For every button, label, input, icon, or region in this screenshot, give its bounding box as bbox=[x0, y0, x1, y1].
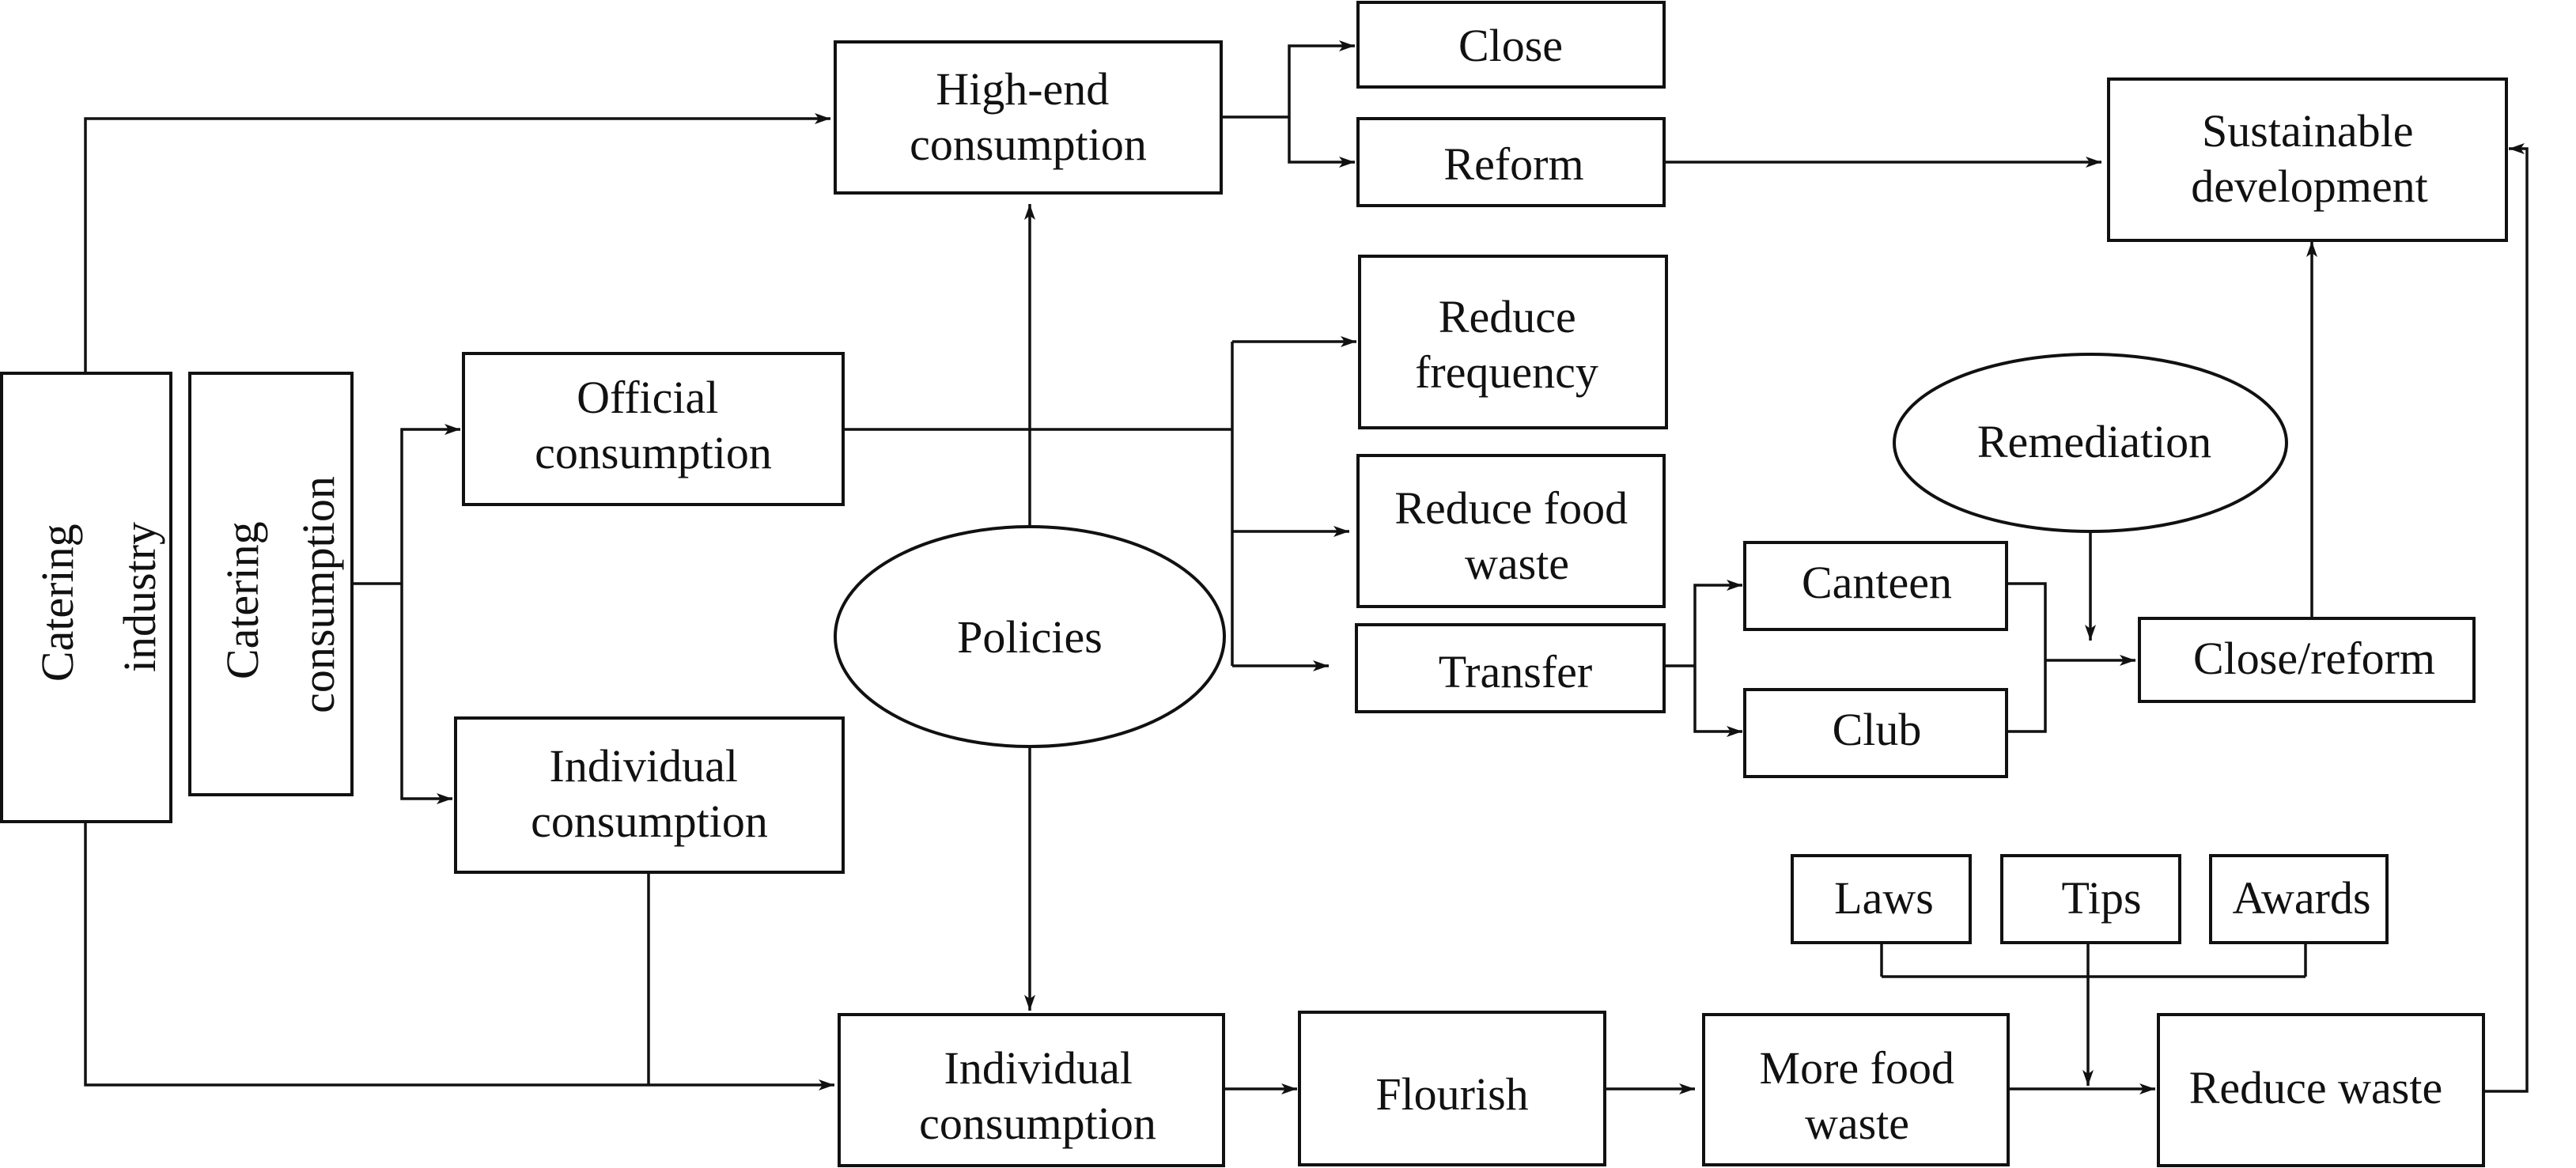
connector-reduce-waste-to-sustainable bbox=[2483, 143, 2529, 1093]
svg-text:Catering industry: Catering industry bbox=[32, 512, 165, 682]
connector-club-out bbox=[2007, 660, 2047, 733]
reduce-waste-label: Reduce waste bbox=[2189, 1062, 2442, 1113]
connector-industry-to-individual-bottom bbox=[84, 822, 834, 1091]
more-food-waste-line-2: waste bbox=[1805, 1098, 1909, 1149]
canteen-label: Canteen bbox=[1802, 557, 1952, 608]
awards-label: Awards bbox=[2232, 872, 2370, 924]
node-flourish: Flourish bbox=[1298, 1011, 1606, 1166]
sustainable-line-1: Sustainable bbox=[2202, 105, 2413, 157]
svg-text:High-end consumption: High-end consumption bbox=[910, 63, 1147, 170]
tips-label: Tips bbox=[2061, 872, 2141, 924]
catering-consumption-line-1: Catering bbox=[217, 521, 268, 679]
node-remediation: Remediation bbox=[1893, 353, 2288, 533]
node-close-reform: Close/reform bbox=[2138, 617, 2476, 703]
node-transfer: Transfer bbox=[1355, 623, 1666, 713]
connector-consumption-to-official bbox=[400, 424, 460, 584]
node-official-consumption: Official consumption bbox=[462, 352, 845, 506]
node-canteen: Canteen bbox=[1743, 541, 2008, 631]
svg-text:Reduce frequency: Reduce frequency bbox=[1415, 291, 1598, 398]
node-reform: Reform bbox=[1356, 117, 1666, 207]
node-awards: Awards bbox=[2209, 854, 2389, 944]
connector-transfer-to-canteen bbox=[1693, 580, 1742, 666]
connector-transfer-to-club bbox=[1693, 666, 1742, 737]
more-food-waste-line-1: More food bbox=[1760, 1042, 1954, 1094]
close-reform-label: Close/reform bbox=[2193, 633, 2435, 684]
catering-industry-line-1: Catering bbox=[32, 524, 83, 682]
reduce-food-waste-line-2: waste bbox=[1465, 538, 1569, 589]
node-tips: Tips bbox=[2000, 854, 2181, 944]
svg-text:Sustainable development: Sustainable development bbox=[2191, 105, 2428, 212]
node-reduce-food-waste: Reduce food waste bbox=[1356, 454, 1666, 608]
connector-canteen-out bbox=[2007, 582, 2047, 660]
policies-label: Policies bbox=[957, 611, 1103, 663]
node-high-end-consumption: High-end consumption bbox=[834, 40, 1223, 195]
node-club: Club bbox=[1743, 688, 2008, 778]
svg-text:Individual consumption: Individual consumption bbox=[531, 740, 768, 847]
svg-text:Official consumption: Official consumption bbox=[535, 372, 772, 478]
reduce-food-waste-line-1: Reduce food bbox=[1394, 482, 1628, 534]
sustainable-line-2: development bbox=[2191, 161, 2428, 212]
club-label: Club bbox=[1833, 704, 1922, 755]
connector-industry-to-highend bbox=[84, 113, 830, 372]
connector-highend-to-reform bbox=[1288, 117, 1355, 168]
official-line-1: Official bbox=[577, 372, 718, 423]
reduce-frequency-line-1: Reduce bbox=[1439, 291, 1576, 342]
node-close: Close bbox=[1356, 1, 1666, 89]
node-catering-consumption: Catering consumption bbox=[188, 372, 354, 796]
catering-industry-line-2: industry bbox=[114, 522, 165, 672]
individual-left-line-1: Individual bbox=[550, 740, 738, 792]
reduce-frequency-line-2: frequency bbox=[1415, 346, 1598, 398]
node-reduce-waste: Reduce waste bbox=[2157, 1013, 2485, 1167]
individual-left-line-2: consumption bbox=[531, 796, 768, 847]
flourish-label: Flourish bbox=[1375, 1068, 1528, 1120]
high-end-line-2: consumption bbox=[910, 119, 1147, 170]
node-laws: Laws bbox=[1791, 854, 1972, 944]
connectors bbox=[84, 40, 2529, 1094]
high-end-line-1: High-end bbox=[936, 63, 1109, 115]
official-line-2: consumption bbox=[535, 427, 772, 478]
laws-label: Laws bbox=[1834, 872, 1934, 924]
close-label: Close bbox=[1458, 20, 1563, 71]
svg-text:Catering consumption: Catering consumption bbox=[217, 476, 344, 713]
individual-bottom-line-2: consumption bbox=[919, 1098, 1156, 1149]
reform-label: Reform bbox=[1443, 138, 1583, 190]
svg-text:Reduce food waste: Reduce food waste bbox=[1394, 482, 1639, 589]
connector-consumption-to-individual-left bbox=[400, 584, 452, 804]
node-individual-consumption-bottom: Individual consumption bbox=[838, 1013, 1225, 1167]
node-more-food-waste: More food waste bbox=[1702, 1013, 2010, 1166]
transfer-label: Transfer bbox=[1439, 646, 1592, 697]
node-sustainable-development: Sustainable development bbox=[2107, 77, 2508, 242]
node-catering-industry: Catering industry bbox=[0, 372, 172, 823]
remediation-label: Remediation bbox=[1977, 416, 2211, 467]
node-individual-consumption-left: Individual consumption bbox=[454, 716, 845, 874]
svg-text:More food waste: More food waste bbox=[1760, 1042, 1966, 1149]
node-policies: Policies bbox=[834, 525, 1226, 748]
connector-highend-to-close bbox=[1288, 40, 1355, 117]
svg-text:Individual consumption: Individual consumption bbox=[919, 1042, 1156, 1149]
catering-consumption-line-2: consumption bbox=[293, 476, 344, 713]
individual-bottom-line-1: Individual bbox=[944, 1042, 1133, 1094]
node-reduce-frequency: Reduce frequency bbox=[1358, 255, 1668, 429]
